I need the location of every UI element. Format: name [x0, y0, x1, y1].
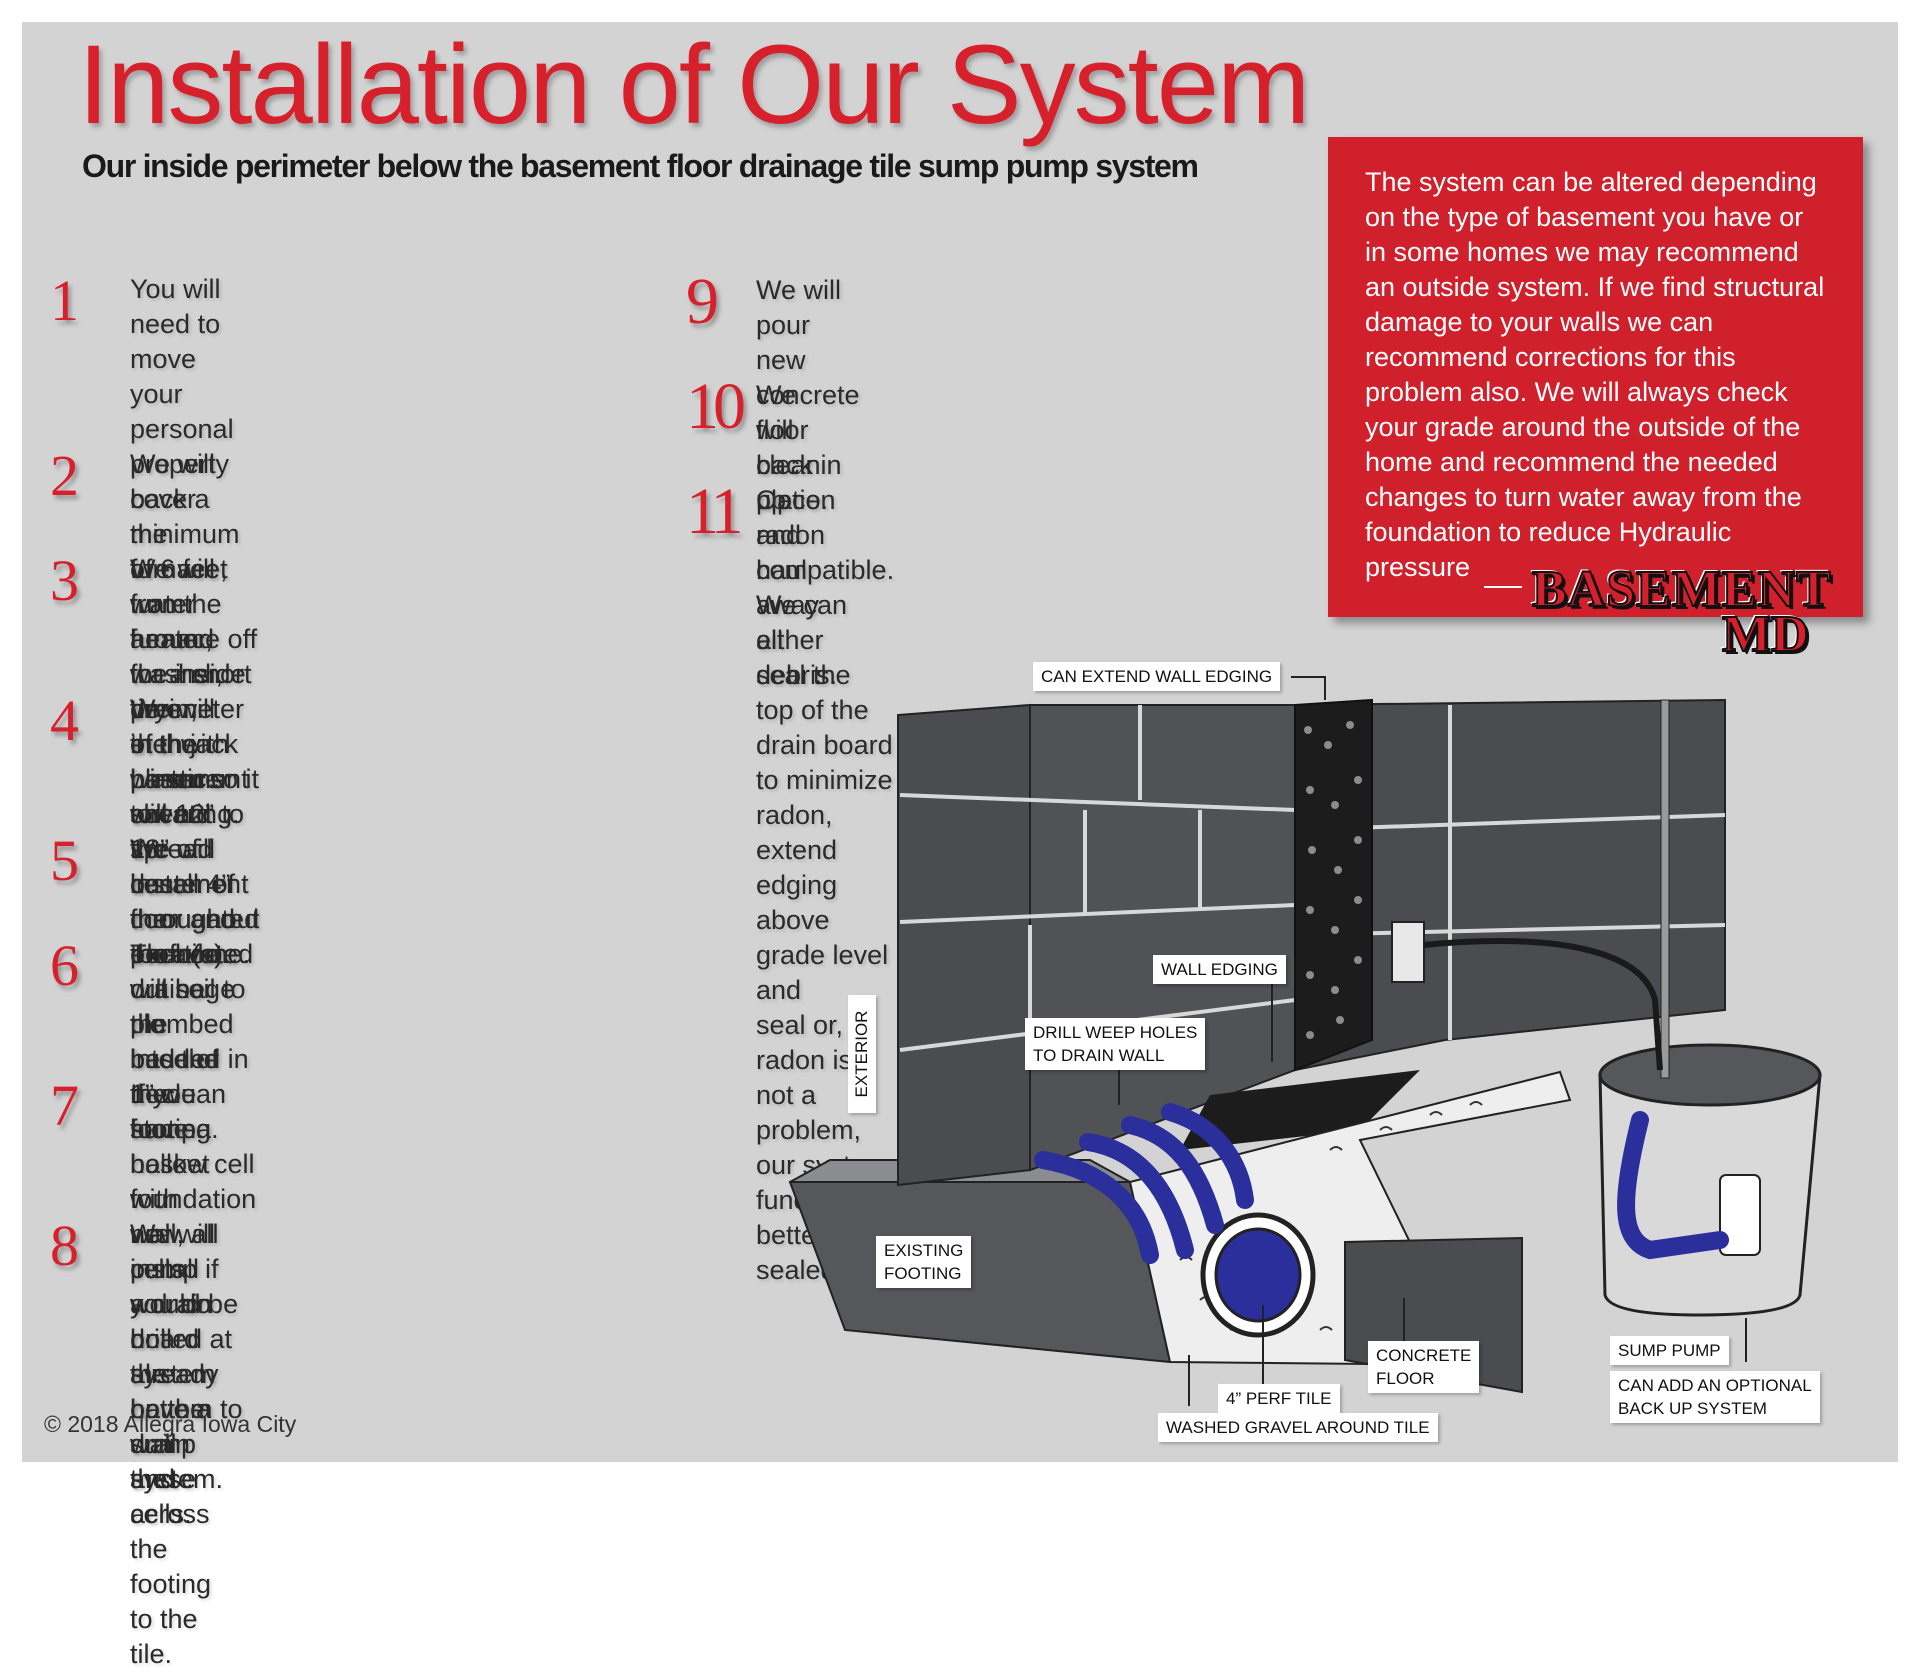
step-number: 10 [686, 370, 746, 443]
left-wall-end [897, 703, 1031, 1187]
info-line: an outside system. If we find structural [1365, 272, 1825, 302]
step-line: We will install 4” corrugated perforated [130, 834, 260, 969]
label-line: FOOTING [884, 1264, 962, 1283]
label-concrete-floor: CONCRETE FLOOR [1368, 1341, 1480, 1393]
step-line: in the winter so it will not spread dust [130, 729, 260, 899]
info-box: The system can be altered depending on t… [1328, 137, 1863, 617]
label-line: EXISTING [884, 1241, 964, 1260]
info-line: foundation to reduce Hydraulic [1365, 517, 1732, 547]
step-line: We will then jack hammer out 12” to 18” … [130, 694, 245, 864]
step-line: basement toward the center of the room(s… [130, 764, 249, 969]
label-exterior: EXTERIOR [848, 995, 876, 1113]
info-line: your grade around the outside of the [1365, 412, 1801, 442]
page-title: Installation of Our System [78, 22, 1310, 147]
label-drill-weep-holes: DRILL WEEP HOLES TO DRAIN WALL [1025, 1018, 1206, 1070]
step-line: We will cover the furnace, water heater, [130, 449, 228, 654]
step-number: 9 [686, 265, 719, 338]
existing-footing-shape [788, 1181, 1172, 1364]
label-backup-system: CAN ADD AN OPTIONAL BACK UP SYSTEM [1610, 1371, 1820, 1423]
label-wall-edging: WALL EDGING [1153, 955, 1286, 984]
label-washed-gravel: WASHED GRAVEL AROUND TILE [1158, 1413, 1438, 1442]
basement-md-logo-bottom: MD [1721, 605, 1810, 664]
info-line: changes to turn water away from the [1365, 482, 1802, 512]
step-number: 8 [50, 1213, 79, 1278]
label-line: BACK UP SYSTEM [1618, 1399, 1767, 1418]
step-text: We will clean up and haul away all debri… [756, 378, 837, 693]
step-line: If you have a hollow cell foundation wal… [130, 1079, 257, 1249]
info-line: damage to your walls we can [1365, 307, 1714, 337]
page-subtitle: Our inside perimeter below the basement … [82, 148, 1199, 184]
info-line: The system can be altered depending [1365, 167, 1817, 197]
label-perf-tile: 4” PERF TILE [1218, 1384, 1340, 1413]
step-line: You will need to move your personal [130, 274, 234, 444]
drain-board-dimples [1304, 721, 1362, 1039]
label-line: EXTERIOR [852, 1010, 871, 1098]
mortar-lines [899, 705, 1726, 1052]
step-number: 6 [50, 933, 79, 998]
basement-md-logo-top: BASEMENT [1531, 560, 1832, 619]
step-line: washer, dryer, etc. with plastic sheetin… [130, 659, 240, 829]
step-text: We will cover the furnace, water heater,… [130, 447, 240, 832]
step-line: We will turn the furnace off for a short… [130, 554, 258, 724]
step-line: The tile will be plumbed into the new su… [130, 939, 234, 1144]
weep-hole-hoses [1034, 1103, 1254, 1264]
label-can-extend-wall-edging: CAN EXTEND WALL EDGING [1033, 662, 1281, 691]
signature-dash [1484, 586, 1522, 588]
label-line: DRILL WEEP HOLES [1033, 1023, 1198, 1042]
info-line: problem also. We will always check [1365, 377, 1788, 407]
step-number: 5 [50, 828, 79, 893]
step-line: cells would be drilled at the bottom to … [130, 1254, 243, 1459]
step-text: We will install 4” corrugated perforated… [130, 832, 259, 1147]
step-line: We will clean up and haul away all debri… [756, 380, 838, 690]
step-number: 11 [686, 475, 744, 548]
step-line: around the inside perimeter of the [130, 624, 246, 759]
step-line: seal the top of the drain board to minim… [756, 660, 893, 795]
step-number: 3 [50, 548, 79, 613]
label-line: TO DRAIN WALL [1033, 1046, 1165, 1065]
step-line: throughout the home. [130, 904, 260, 969]
perf-tile-opening [1214, 1227, 1302, 1323]
step-number: 4 [50, 688, 79, 753]
step-text: We will pour new concrete floor back in … [756, 273, 860, 518]
label-existing-footing: EXISTING FOOTING [876, 1236, 972, 1288]
discharge-pipe [1660, 699, 1670, 1079]
step-line: We will install a drain board system on … [130, 1219, 216, 1424]
step-line: property back a minimum of 6 feet from [130, 449, 240, 619]
step-text: We will turn the furnace off for a short… [130, 552, 259, 972]
info-line: home and recommend the needed [1365, 447, 1778, 477]
drain-board-wall [1294, 698, 1373, 1072]
step-line: radon, extend edging above grade level a… [756, 800, 889, 1005]
sump-lid [1598, 1043, 1822, 1107]
step-line: drainage tile bedded in 1” clean stone. [130, 974, 249, 1144]
info-text: The system can be altered depending on t… [1365, 165, 1845, 585]
step-line: base of the footing. [130, 1044, 219, 1144]
sump-pump-body [1719, 1174, 1761, 1256]
step-line: basket with new pump if you do not [130, 1149, 219, 1354]
label-line: FLOOR [1376, 1369, 1435, 1388]
step-text: We will then jack hammer out 12” to 18” … [130, 692, 249, 1147]
info-line: recommend corrections for this [1365, 342, 1736, 372]
electrical-outlet [1391, 921, 1425, 983]
step-line: We will pour new concrete floor back in [756, 275, 860, 480]
copyright-text: © 2018 Allegra Iowa City [44, 1411, 297, 1437]
label-line: CONCRETE [1376, 1346, 1472, 1365]
step-text: You will need to move your personal prop… [130, 272, 249, 972]
step-line: place. [756, 485, 829, 515]
label-sump-pump: SUMP PUMP [1610, 1336, 1729, 1365]
step-number: 2 [50, 443, 79, 508]
info-line: pressure [1365, 552, 1471, 582]
power-cord [1423, 937, 1663, 1071]
step-line: Option radon compatible. We can either [756, 485, 895, 655]
step-text: Option radon compatible. We can either s… [756, 483, 894, 1288]
step-line: basement floor and excavate out soil to … [130, 869, 249, 1039]
step-number: 1 [50, 268, 79, 333]
info-line: on the type of basement you have or [1365, 202, 1804, 232]
step-number: 7 [50, 1073, 79, 1138]
sump-inlet-hose [1617, 1111, 1729, 1260]
label-line: CAN ADD AN OPTIONAL [1618, 1376, 1812, 1395]
info-line: in some homes we may recommend [1365, 237, 1799, 267]
